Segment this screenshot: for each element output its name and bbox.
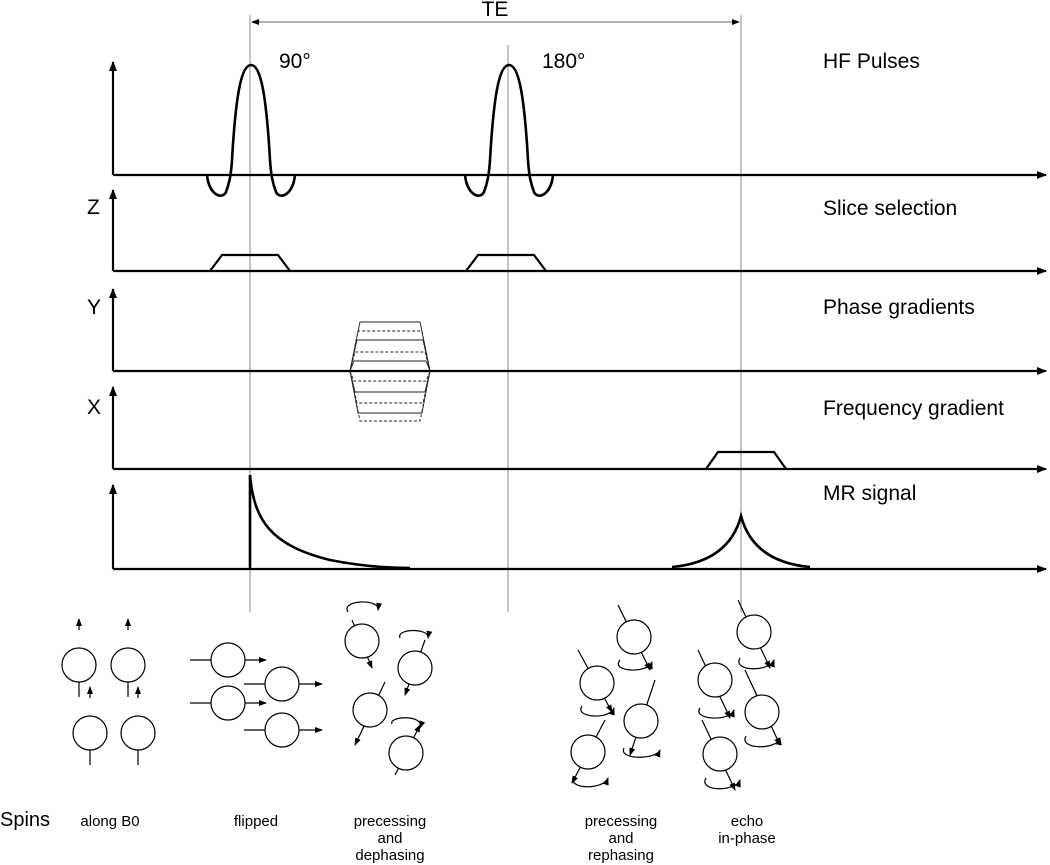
- spin: [736, 614, 772, 650]
- spin: [570, 734, 606, 770]
- echo-signal: [671, 510, 811, 569]
- caption-flipped: flipped: [234, 813, 278, 830]
- spin: [72, 715, 108, 751]
- pulse-90-label: 90°: [279, 50, 311, 73]
- spin: [697, 662, 733, 698]
- caption-dephasing-2: and: [377, 830, 402, 847]
- spin-captions: Spins along B0 flipped precessing and de…: [0, 809, 776, 864]
- spin: [702, 736, 738, 772]
- spin: [616, 619, 652, 655]
- pulse-180: [463, 63, 555, 197]
- y-axis-letter: Y: [87, 296, 101, 319]
- slice-selection-label: Slice selection: [823, 197, 957, 220]
- phase-encoding-table: [349, 321, 431, 422]
- caption-echo-2: in-phase: [718, 830, 776, 847]
- slice-gradient-90: [209, 253, 291, 272]
- fid-decay: [248, 474, 411, 570]
- signal-channel: MR signal: [109, 474, 1047, 573]
- spins-illustration: [61, 599, 782, 791]
- spin: [388, 735, 424, 771]
- spin: [744, 694, 780, 730]
- spin: [120, 715, 156, 751]
- hf-pulses-label: HF Pulses: [823, 50, 920, 73]
- phase-channel: Y Phase gradients: [87, 288, 1047, 422]
- phase-gradients-label: Phase gradients: [823, 296, 975, 319]
- caption-rephasing-1: precessing: [585, 813, 658, 830]
- spins-dephasing: [344, 601, 433, 776]
- z-axis-letter: Z: [87, 196, 100, 219]
- spins-along-b0: [61, 618, 156, 765]
- slice-channel: Z Slice selection: [87, 189, 1047, 275]
- caption-dephasing-3: dephasing: [355, 847, 424, 864]
- spin: [344, 623, 380, 659]
- caption-rephasing-2: and: [608, 830, 633, 847]
- pulse-90: [205, 63, 297, 197]
- spin: [210, 642, 246, 678]
- frequency-channel: X Frequency gradient: [87, 386, 1047, 473]
- caption-echo-1: echo: [731, 813, 764, 830]
- spins-echo: [697, 599, 782, 791]
- spin: [110, 647, 146, 683]
- spin: [397, 650, 433, 686]
- hf-channel: 90° 180° HF Pulses: [109, 50, 1047, 197]
- spins-flipped: [190, 642, 323, 748]
- spin: [352, 692, 388, 728]
- te-bracket: TE: [251, 0, 740, 25]
- spin: [61, 647, 97, 683]
- caption-dephasing-1: precessing: [354, 813, 427, 830]
- te-label: TE: [482, 0, 509, 21]
- spin: [579, 665, 615, 701]
- spin: [264, 712, 300, 748]
- slice-gradient-180: [465, 253, 547, 272]
- readout-gradient: [705, 450, 787, 470]
- mr-signal-label: MR signal: [823, 482, 916, 505]
- spin: [264, 666, 300, 702]
- frequency-gradient-label: Frequency gradient: [823, 397, 1004, 420]
- spin: [210, 685, 246, 721]
- spins-rephasing: [570, 604, 661, 788]
- caption-along-b0: along B0: [80, 813, 139, 830]
- caption-rephasing-3: rephasing: [588, 847, 654, 864]
- spin: [623, 703, 659, 739]
- spins-title: Spins: [0, 809, 50, 831]
- pulse-180-label: 180°: [542, 50, 585, 73]
- x-axis-letter: X: [87, 396, 101, 419]
